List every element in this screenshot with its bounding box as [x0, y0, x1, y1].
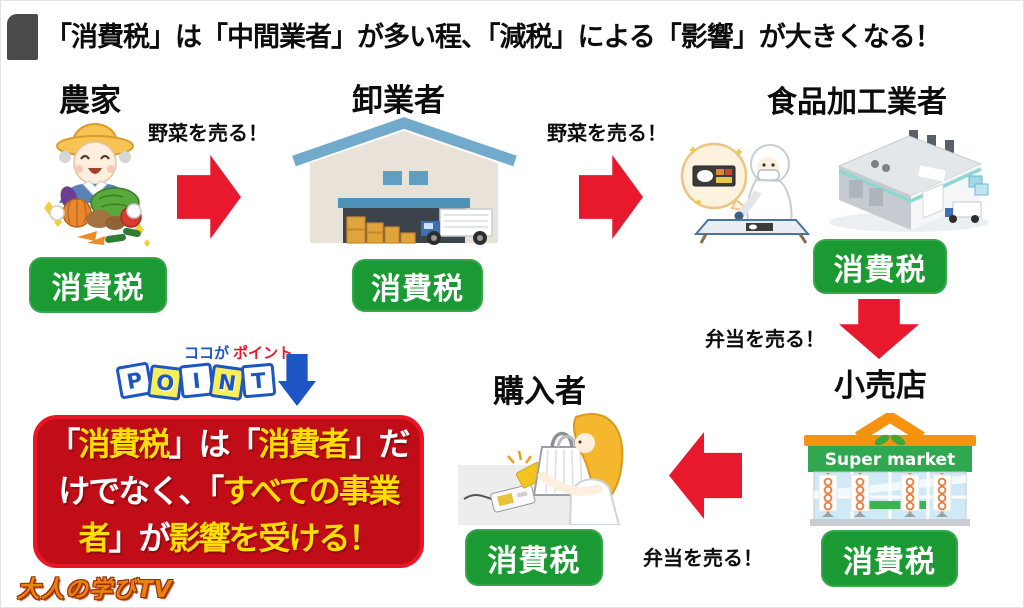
stage-label-retailer: 小売店 — [834, 368, 927, 404]
arrow-left-icon — [669, 432, 742, 519]
flow-label-sell-vegetables-2: 野菜を売る！ — [547, 121, 667, 145]
point-kana-left: ココが — [184, 344, 230, 362]
stage-label-wholesaler: 卸業者 — [352, 83, 445, 119]
flow-label-sell-bento-2: 弁当を売る！ — [643, 546, 763, 570]
callout-text-line: 者」が影響を受ける！ — [78, 519, 380, 557]
stage-label-food-processor: 食品加工業者 — [767, 85, 947, 120]
tax-badge-retailer: 消費税 — [821, 530, 958, 587]
stage-label-purchaser: 購入者 — [493, 374, 586, 410]
warehouse-illustration — [292, 117, 517, 245]
point-logo-kana: ココがポイント — [184, 342, 293, 363]
callout-text-line: 「消費税」は「消費者」だ — [48, 425, 410, 463]
stage-label-farmer: 農家 — [59, 83, 121, 119]
page-title: 「消費税」は「中間業者」が多い程、「減税」による「影響」が大きくなる！ — [45, 22, 942, 53]
point-kana-right: ポイント — [233, 344, 294, 362]
arrow-down-icon — [839, 299, 919, 359]
key-point-callout: 「消費税」は「消費者」だけでなく、「すべての事業者」が影響を受ける！ — [33, 415, 424, 568]
tax-badge-purchaser: 消費税 — [465, 529, 603, 586]
callout-text-line: けでなく、「すべての事業 — [58, 472, 401, 510]
flow-label-sell-bento-1: 弁当を売る！ — [705, 327, 825, 351]
tax-badge-wholesaler: 消費税 — [352, 259, 483, 312]
farmer-illustration — [44, 123, 150, 247]
arrow-right-icon — [579, 155, 643, 239]
purchaser-illustration — [458, 413, 624, 525]
factory-illustration — [829, 130, 989, 232]
flow-label-sell-vegetables-1: 野菜を売る！ — [148, 121, 268, 145]
svg-text:Super market: Super market — [825, 450, 955, 470]
arrow-right-icon — [177, 155, 241, 239]
title-accent-tab — [7, 14, 38, 60]
supermarket-illustration: Super market — [804, 413, 976, 526]
tax-badge-farmer: 消費税 — [29, 257, 167, 313]
bento-worker-illustration — [680, 142, 811, 244]
point-letter-card: T — [240, 362, 277, 399]
tax-badge-food-processor: 消費税 — [813, 239, 947, 294]
channel-watermark: 大人の学びTV — [17, 577, 173, 603]
